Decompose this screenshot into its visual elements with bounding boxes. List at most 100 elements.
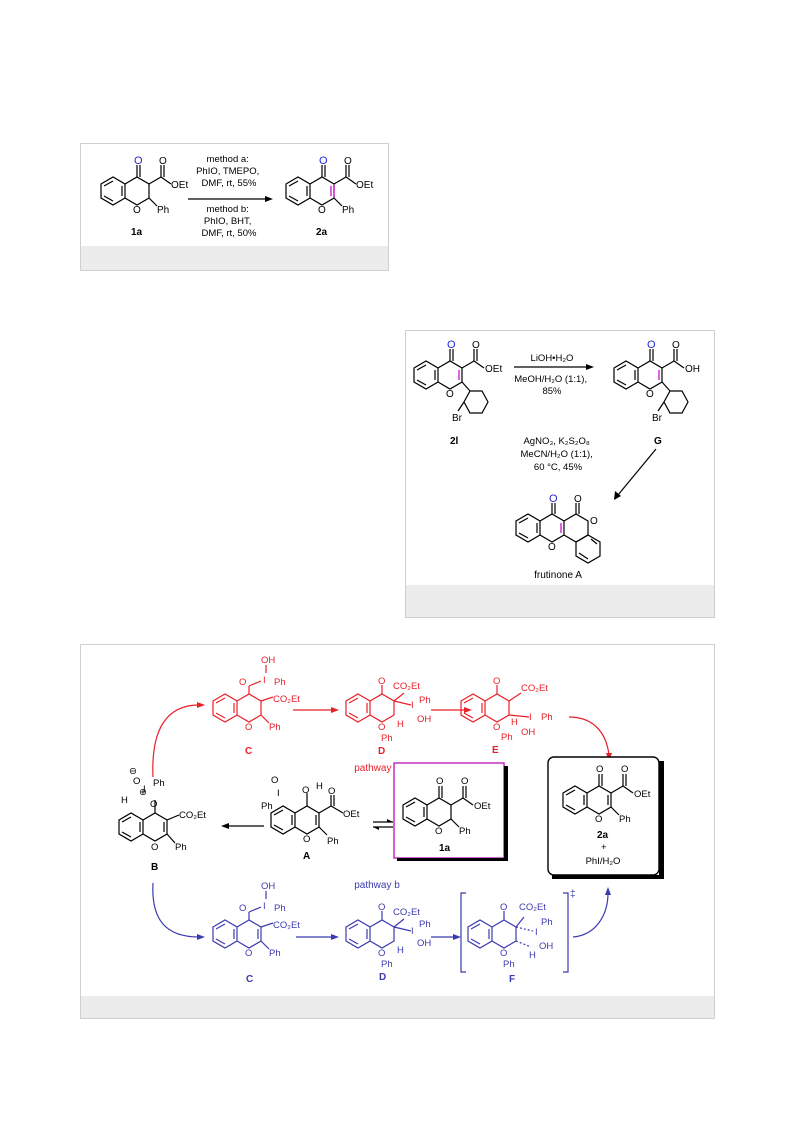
step-1-reagent: LiOH•H₂O — [531, 353, 574, 364]
intermediate-C-red-label: C — [245, 746, 252, 757]
intermediate-A-structure — [270, 793, 344, 836]
ester-label-2a: OEt — [356, 180, 373, 191]
compound-G-label: G — [654, 436, 662, 447]
C-blue-hydroxyl: OH — [261, 881, 275, 892]
E-red-hydroxyl: OH — [521, 727, 535, 738]
compound-1a-label: 1a — [131, 227, 143, 238]
byproduct-label: PhI/H₂O — [586, 856, 621, 867]
B-negative-charge: ⊖ — [129, 766, 137, 777]
E-red-iodine: I — [529, 712, 532, 723]
E-red-phenyl-on-iodine: Ph — [541, 712, 553, 723]
compound-1a-structure — [100, 165, 172, 207]
C-blue-ring-o: O — [245, 948, 252, 959]
B-iodine: I — [143, 784, 146, 795]
pathway-b-label: pathway b — [354, 880, 400, 891]
C-blue-phenyl-on-iodine: Ph — [274, 903, 286, 914]
acid-carbonyl-o-G: O — [672, 340, 680, 351]
scheme-3-mechanism-diagram: OH O I Ph CO₂Et O Ph C O CO₂Et I Ph OH H… — [118, 655, 664, 985]
scheme-2-diagram: O O OEt O Br 2l LiOH•H₂O MeOH/H₂O (1:1),… — [413, 339, 700, 581]
intermediate-D-red-structure — [345, 685, 412, 723]
intermediate-C-blue-label: C — [246, 974, 253, 985]
compound-1a-carbonyl-o: O — [134, 155, 143, 167]
ring-o-2l: O — [446, 389, 454, 400]
A-iodine: I — [277, 788, 280, 799]
B-phenyl-on-iodine: Ph — [153, 778, 165, 789]
A-phenyl: Ph — [327, 836, 339, 847]
intermediate-E-red-structure — [460, 685, 530, 723]
scheme-1-caption-bar — [81, 246, 388, 270]
ester-carbonyl-o-2l: O — [472, 340, 480, 351]
D-blue-iodine: I — [411, 926, 414, 937]
compound-2l-label: 2l — [450, 436, 459, 447]
D-blue-phenyl: Ph — [381, 959, 393, 970]
bromo-label-2l: Br — [452, 413, 463, 424]
F-ester: CO₂Et — [519, 902, 546, 913]
C-red-oxygen: O — [239, 677, 246, 688]
intermediate-E-red-label: E — [492, 745, 499, 756]
A-ester-carbonyl-o: O — [328, 786, 335, 797]
A-enol-oxygen: O — [302, 785, 309, 796]
acid-label-G: OH — [685, 364, 700, 375]
2a-ester-carbonyl-o: O — [621, 764, 628, 775]
step-2-conditions: AgNO₃, K₂S₂O₈ MeCN/H₂O (1:1), 60 °C, 45% — [521, 436, 596, 473]
ester-carbonyl-o-2a: O — [344, 156, 352, 167]
F-phenyl: Ph — [503, 959, 515, 970]
ester-carbonyl-o-1a: O — [159, 156, 167, 167]
pathway-b-curve-arrow-out — [572, 892, 609, 938]
F-bracket-right — [563, 892, 569, 973]
E-red-carbonyl-o: O — [493, 676, 500, 687]
compound-2l-structure — [413, 349, 489, 414]
pathway-a-curve-arrow-in — [152, 704, 200, 778]
B-ester: CO₂Et — [179, 810, 206, 821]
product-2a-label: 2a — [597, 830, 609, 841]
D-red-phenyl-on-iodine: Ph — [419, 695, 431, 706]
1a-ester: OEt — [474, 801, 491, 812]
2a-ester: OEt — [634, 789, 651, 800]
F-carbonyl-o: O — [500, 902, 507, 913]
intermediate-C-red-structure — [212, 665, 274, 724]
phenyl-label-2a: Ph — [342, 205, 354, 216]
step-1-conditions: MeOH/H₂O (1:1), 85% — [514, 374, 589, 397]
compound-G-carbonyl-o: O — [647, 339, 656, 351]
F-phenyl-on-iodine: Ph — [541, 917, 553, 928]
C-red-phenyl-on-iodine: Ph — [274, 677, 286, 688]
compound-2a-structure — [285, 165, 357, 207]
intermediate-C-blue-structure — [212, 891, 274, 950]
A-iodosyl-o: O — [271, 775, 278, 786]
2a-phenyl: Ph — [619, 814, 631, 825]
D-blue-carbonyl-o: O — [378, 902, 385, 913]
C-blue-phenyl: Ph — [269, 948, 281, 959]
scheme-3-panel: OH O I Ph CO₂Et O Ph C O CO₂Et I Ph OH H… — [80, 644, 715, 1019]
pathway-a-label: pathway a — [354, 763, 400, 774]
pathway-a-curve-arrow-out — [568, 716, 610, 756]
E-red-hydrogen: H — [511, 717, 518, 728]
F-hydrogen: H — [529, 950, 536, 961]
compound-2a-label: 2a — [316, 227, 328, 238]
pathway-b-curve-arrow-in — [152, 882, 200, 938]
intermediate-D-red-label: D — [378, 746, 385, 757]
F-bracket-left — [460, 892, 466, 973]
ring-o-2a: O — [318, 205, 326, 216]
B-phenyl: Ph — [175, 842, 187, 853]
scheme-3-caption-bar — [81, 996, 714, 1018]
C-red-ring-o: O — [245, 722, 252, 733]
C-blue-oxygen: O — [239, 903, 246, 914]
D-blue-ring-o: O — [378, 948, 385, 959]
B-enol-oxygen: O — [150, 799, 157, 810]
bromo-label-G: Br — [652, 413, 663, 424]
compound-2l-carbonyl-o: O — [447, 339, 456, 351]
compound-1a-mechanism-label: 1a — [439, 843, 451, 854]
F-hydroxyl: OH — [539, 941, 553, 952]
intermediate-D-blue-structure — [345, 911, 412, 949]
E-red-ring-o: O — [493, 722, 500, 733]
transition-state-F-label: F — [509, 974, 515, 985]
B-positive-charge: ⊕ — [139, 787, 147, 798]
ring-o-G: O — [646, 389, 654, 400]
B-ring-o: O — [151, 842, 158, 853]
product-2a-mechanism-structure — [562, 774, 634, 816]
frutinone-ring-o: O — [548, 542, 556, 553]
intermediate-B-structure — [118, 800, 180, 844]
phenyl-label-1a: Ph — [157, 205, 169, 216]
method-b-conditions: method b: PhIO, BHT, DMF, rt, 50% — [202, 204, 257, 239]
ester-label-2l: OEt — [485, 364, 502, 375]
